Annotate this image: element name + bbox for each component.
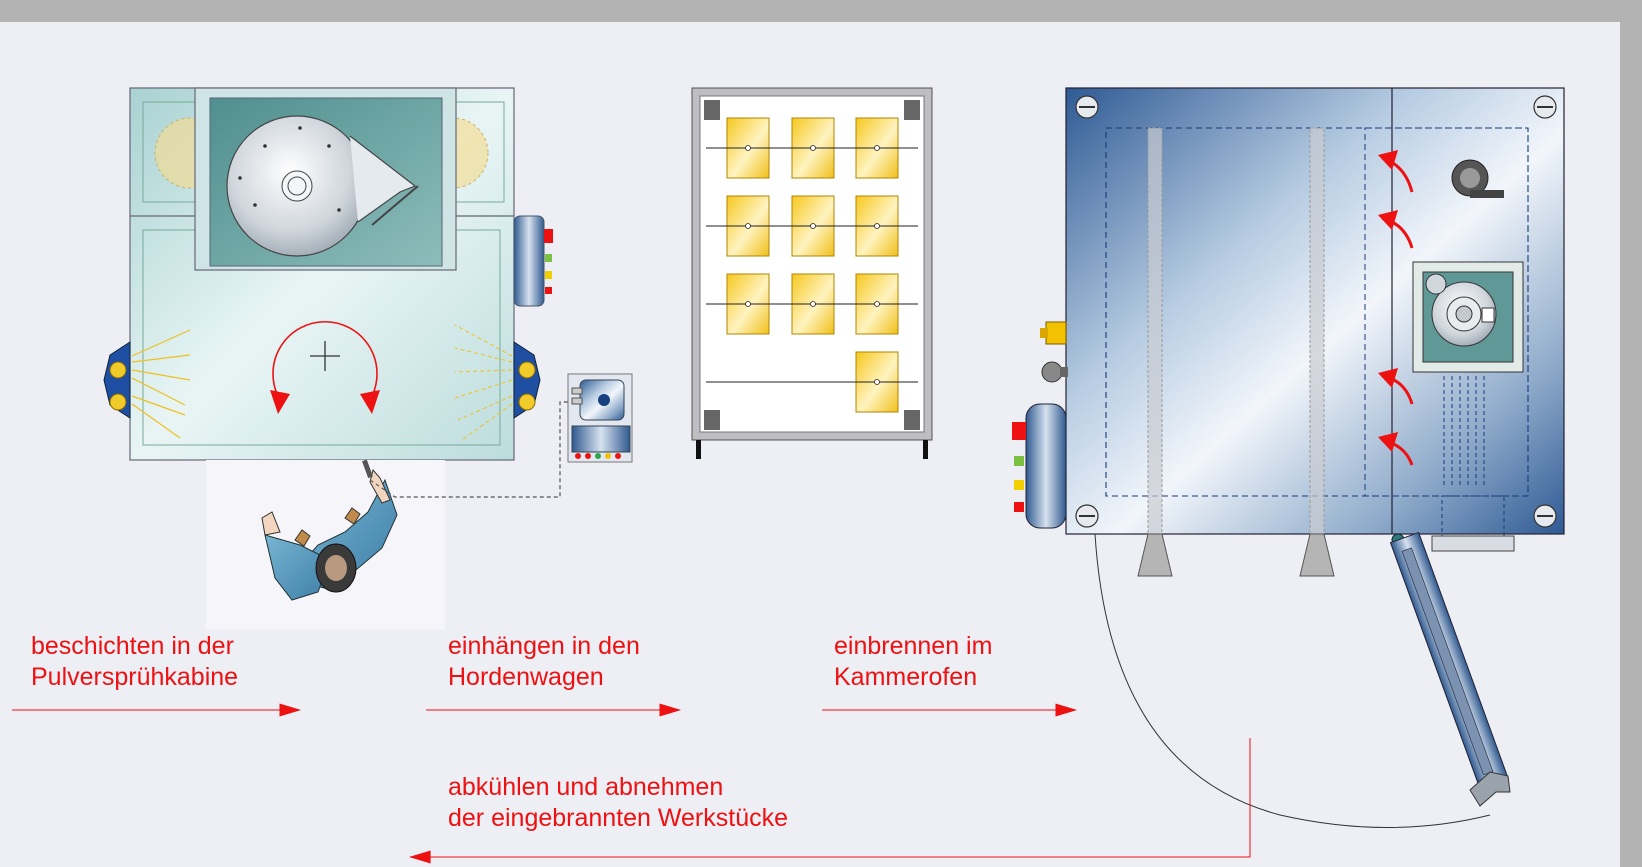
step-1-line-1: beschichten in der <box>31 632 234 660</box>
step-3-line-2: Kammerofen <box>834 663 977 691</box>
step-2-line-2: Hordenwagen <box>448 663 604 691</box>
step-2: einhängen in den Hordenwagen <box>426 632 682 717</box>
rack-trolley <box>691 87 933 459</box>
return-arrow <box>408 738 1251 864</box>
spray-gun-left-icon <box>109 361 127 379</box>
chamber-oven <box>1012 87 1565 828</box>
step-3-line-1: einbrennen im <box>834 632 992 660</box>
return-step-line-1: abkühlen und abnehmen <box>448 773 723 801</box>
powder-control-unit <box>369 373 633 498</box>
step-1: beschichten in der Pulversprühkabine <box>12 632 302 717</box>
spray-gun-right-icon <box>518 361 536 379</box>
operator-figure <box>206 459 445 630</box>
step-2-line-1: einhängen in den <box>448 632 640 660</box>
return-step-line-2: der eingebrannten Werkstücke <box>448 804 788 832</box>
step-3: einbrennen im Kammerofen <box>822 632 1078 717</box>
powder-spray-booth <box>103 87 553 461</box>
step-1-line-2: Pulversprühkabine <box>31 663 238 691</box>
return-step: abkühlen und abnehmen der eingebrannten … <box>408 738 1251 864</box>
